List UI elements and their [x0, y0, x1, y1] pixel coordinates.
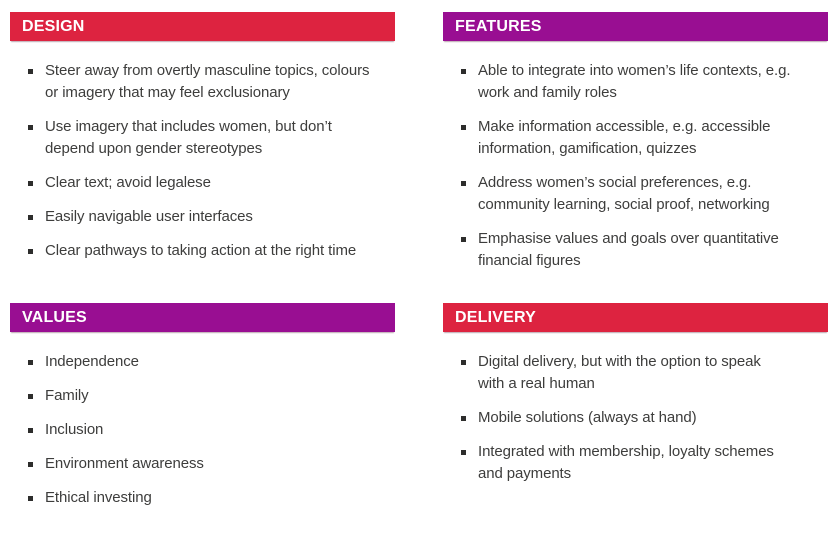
bullet-square-icon — [28, 125, 33, 130]
bullet-square-icon — [461, 360, 466, 365]
list-item: Inclusion — [10, 419, 395, 441]
panel-delivery-list: Digital delivery, but with the option to… — [443, 351, 828, 485]
panel-design-title: DESIGN — [10, 12, 395, 41]
bullet-square-icon — [461, 69, 466, 74]
bullet-square-icon — [461, 416, 466, 421]
list-item: Integrated with membership, loyalty sche… — [443, 441, 828, 485]
bullet-square-icon — [28, 181, 33, 186]
bullet-square-icon — [28, 462, 33, 467]
list-item: Environment awareness — [10, 453, 395, 475]
list-item-text: Use imagery that includes women, but don… — [45, 118, 332, 157]
list-item: Family — [10, 385, 395, 407]
list-item: Clear text; avoid legalese — [10, 172, 395, 194]
list-item-text: Family — [45, 387, 89, 404]
list-item-text: Address women’s social preferences, e.g.… — [478, 174, 770, 213]
panel-design: DESIGN Steer away from overtly masculine… — [10, 12, 395, 274]
list-item: Use imagery that includes women, but don… — [10, 116, 395, 160]
list-item: Able to integrate into women’s life cont… — [443, 60, 828, 104]
list-item-text: Clear text; avoid legalese — [45, 174, 211, 191]
list-item-text: Environment awareness — [45, 455, 204, 472]
list-item-text: Independence — [45, 353, 139, 370]
list-item-text: Mobile solutions (always at hand) — [478, 409, 697, 426]
bullet-square-icon — [461, 450, 466, 455]
list-item-text: Emphasise values and goals over quantita… — [478, 230, 779, 269]
list-item: Emphasise values and goals over quantita… — [443, 228, 828, 272]
bullet-square-icon — [28, 215, 33, 220]
bullet-square-icon — [461, 125, 466, 130]
list-item-text: Inclusion — [45, 421, 104, 438]
list-item: Easily navigable user interfaces — [10, 206, 395, 228]
list-item-text: Digital delivery, but with the option to… — [478, 353, 761, 392]
panel-design-list: Steer away from overtly masculine topics… — [10, 60, 395, 262]
bullet-square-icon — [28, 249, 33, 254]
bullet-square-icon — [461, 237, 466, 242]
list-item: Make information accessible, e.g. access… — [443, 116, 828, 160]
list-item-text: Clear pathways to taking action at the r… — [45, 242, 357, 259]
list-item-text: Easily navigable user interfaces — [45, 208, 253, 225]
panel-delivery-title: DELIVERY — [443, 303, 828, 332]
list-item: Ethical investing — [10, 487, 395, 509]
panel-values: VALUES Independence Family Inclusion Env… — [10, 303, 395, 521]
list-item-text: Able to integrate into women’s life cont… — [478, 62, 791, 101]
list-item: Independence — [10, 351, 395, 373]
panel-values-title: VALUES — [10, 303, 395, 332]
panel-features-title: FEATURES — [443, 12, 828, 41]
bullet-square-icon — [28, 394, 33, 399]
bullet-square-icon — [28, 360, 33, 365]
list-item: Mobile solutions (always at hand) — [443, 407, 828, 429]
panel-delivery: DELIVERY Digital delivery, but with the … — [443, 303, 828, 497]
panel-features-list: Able to integrate into women’s life cont… — [443, 60, 828, 272]
panel-features: FEATURES Able to integrate into women’s … — [443, 12, 828, 284]
bullet-square-icon — [28, 496, 33, 501]
list-item-text: Steer away from overtly masculine topics… — [45, 62, 370, 101]
list-item: Address women’s social preferences, e.g.… — [443, 172, 828, 216]
list-item: Clear pathways to taking action at the r… — [10, 240, 395, 262]
list-item-text: Ethical investing — [45, 489, 152, 506]
list-item: Steer away from overtly masculine topics… — [10, 60, 395, 104]
list-item-text: Integrated with membership, loyalty sche… — [478, 443, 774, 482]
bullet-square-icon — [461, 181, 466, 186]
list-item: Digital delivery, but with the option to… — [443, 351, 828, 395]
bullet-square-icon — [28, 69, 33, 74]
panel-values-list: Independence Family Inclusion Environmen… — [10, 351, 395, 509]
list-item-text: Make information accessible, e.g. access… — [478, 118, 771, 157]
bullet-square-icon — [28, 428, 33, 433]
